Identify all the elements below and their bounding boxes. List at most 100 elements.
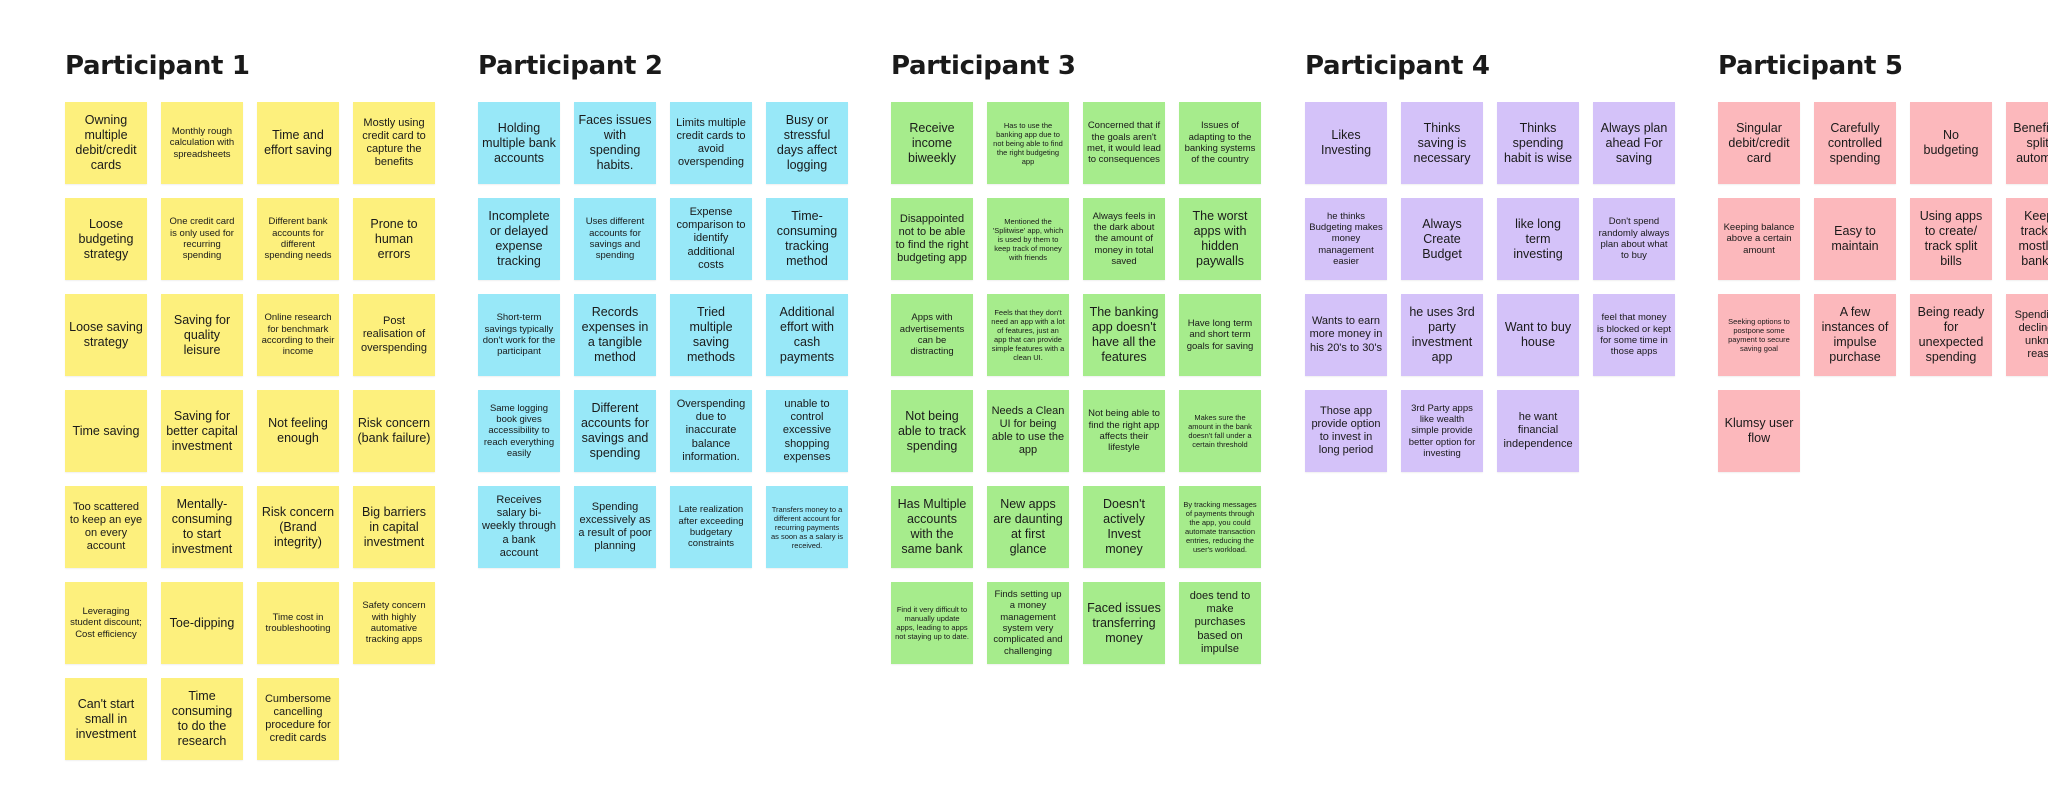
sticky-note[interactable]: Transfers money to a different account f…: [766, 486, 848, 568]
sticky-note[interactable]: Klumsy user flow: [1718, 390, 1800, 472]
sticky-note[interactable]: Toe-dipping: [161, 582, 243, 664]
sticky-note[interactable]: Big barriers in capital investment: [353, 486, 435, 568]
sticky-note[interactable]: Risk concern (bank failure): [353, 390, 435, 472]
sticky-note[interactable]: Monthly rough calculation with spreadshe…: [161, 102, 243, 184]
sticky-note[interactable]: Mostly using credit card to capture the …: [353, 102, 435, 184]
sticky-note[interactable]: Disappointed not to be able to find the …: [891, 198, 973, 280]
sticky-note[interactable]: Saving for better capital investment: [161, 390, 243, 472]
sticky-note[interactable]: Can't start small in investment: [65, 678, 147, 760]
sticky-note[interactable]: Not being able to track spending: [891, 390, 973, 472]
sticky-note[interactable]: Prone to human errors: [353, 198, 435, 280]
sticky-note[interactable]: Records expenses in a tangible method: [574, 294, 656, 376]
sticky-note[interactable]: Feels that they don't need an app with a…: [987, 294, 1069, 376]
sticky-note[interactable]: By tracking messages of payments through…: [1179, 486, 1261, 568]
sticky-note[interactable]: Not being able to find the right app aff…: [1083, 390, 1165, 472]
sticky-note[interactable]: Thinks spending habit is wise: [1497, 102, 1579, 184]
sticky-note[interactable]: Singular debit/credit card: [1718, 102, 1800, 184]
sticky-note-text: Faces issues with spending habits.: [578, 113, 652, 172]
sticky-note[interactable]: Has to use the banking app due to not be…: [987, 102, 1069, 184]
sticky-note[interactable]: he uses 3rd party investment app: [1401, 294, 1483, 376]
sticky-note[interactable]: Keeping balance above a certain amount: [1718, 198, 1800, 280]
sticky-note[interactable]: Incomplete or delayed expense tracking: [478, 198, 560, 280]
sticky-note[interactable]: Always Create Budget: [1401, 198, 1483, 280]
sticky-note[interactable]: Mentioned the 'Splitwise' app, which is …: [987, 198, 1069, 280]
sticky-note[interactable]: Online research for benchmark according …: [257, 294, 339, 376]
sticky-note[interactable]: Easy to maintain: [1814, 198, 1896, 280]
sticky-note[interactable]: Being ready for unexpected spending: [1910, 294, 1992, 376]
sticky-note[interactable]: Wants to earn more money in his 20's to …: [1305, 294, 1387, 376]
sticky-note[interactable]: Loose saving strategy: [65, 294, 147, 376]
sticky-note[interactable]: Benefit from split bill automation: [2006, 102, 2048, 184]
sticky-note[interactable]: Loose budgeting strategy: [65, 198, 147, 280]
sticky-note[interactable]: A few instances of impulse purchase: [1814, 294, 1896, 376]
sticky-note[interactable]: Additional effort with cash payments: [766, 294, 848, 376]
sticky-note[interactable]: Has Multiple accounts with the same bank: [891, 486, 973, 568]
sticky-note[interactable]: Time cost in troubleshooting: [257, 582, 339, 664]
sticky-note[interactable]: Same logging book gives accessibility to…: [478, 390, 560, 472]
sticky-note[interactable]: Using apps to create/ track split bills: [1910, 198, 1992, 280]
sticky-note[interactable]: unable to control excessive shopping exp…: [766, 390, 848, 472]
sticky-note[interactable]: Don't spend randomly always plan about w…: [1593, 198, 1675, 280]
sticky-note[interactable]: Concerned that if the goals aren't met, …: [1083, 102, 1165, 184]
sticky-note[interactable]: Likes Investing: [1305, 102, 1387, 184]
sticky-note[interactable]: Mentally-consuming to start investment: [161, 486, 243, 568]
sticky-note[interactable]: Receives salary bi-weekly through a bank…: [478, 486, 560, 568]
sticky-note[interactable]: Overspending due to inaccurate balance i…: [670, 390, 752, 472]
sticky-note[interactable]: Different bank accounts for different sp…: [257, 198, 339, 280]
sticky-note[interactable]: Find it very difficult to manually updat…: [891, 582, 973, 664]
sticky-note[interactable]: The worst apps with hidden paywalls: [1179, 198, 1261, 280]
sticky-note[interactable]: Leveraging student discount; Cost effici…: [65, 582, 147, 664]
sticky-note[interactable]: Time saving: [65, 390, 147, 472]
sticky-note[interactable]: Time and effort saving: [257, 102, 339, 184]
sticky-note[interactable]: Cumbersome cancelling procedure for cred…: [257, 678, 339, 760]
sticky-note[interactable]: Apps with advertisements can be distract…: [891, 294, 973, 376]
sticky-note[interactable]: Time consuming to do the research: [161, 678, 243, 760]
sticky-note[interactable]: Holding multiple bank accounts: [478, 102, 560, 184]
sticky-note[interactable]: Busy or stressful days affect logging: [766, 102, 848, 184]
sticky-note[interactable]: Risk concern (Brand integrity): [257, 486, 339, 568]
sticky-note[interactable]: Makes sure the amount in the bank doesn'…: [1179, 390, 1261, 472]
sticky-note[interactable]: One credit card is only used for recurri…: [161, 198, 243, 280]
sticky-note[interactable]: does tend to make purchases based on imp…: [1179, 582, 1261, 664]
sticky-note[interactable]: The banking app doesn't have all the fea…: [1083, 294, 1165, 376]
sticky-note[interactable]: Late realization after exceeding budgeta…: [670, 486, 752, 568]
sticky-note[interactable]: Doesn't actively Invest money: [1083, 486, 1165, 568]
sticky-note[interactable]: like long term investing: [1497, 198, 1579, 280]
sticky-note[interactable]: Thinks saving is necessary: [1401, 102, 1483, 184]
sticky-note[interactable]: Limits multiple credit cards to avoid ov…: [670, 102, 752, 184]
sticky-note[interactable]: Time-consuming tracking method: [766, 198, 848, 280]
sticky-note[interactable]: Faced issues transferring money: [1083, 582, 1165, 664]
sticky-note[interactable]: Tried multiple saving methods: [670, 294, 752, 376]
sticky-note[interactable]: Expense comparison to identify additiona…: [670, 198, 752, 280]
sticky-note[interactable]: Owning multiple debit/credit cards: [65, 102, 147, 184]
sticky-note[interactable]: Seeking options to postpone some payment…: [1718, 294, 1800, 376]
sticky-note[interactable]: Spending got declined for unknown reason…: [2006, 294, 2048, 376]
sticky-note[interactable]: Always feels in the dark about the amoun…: [1083, 198, 1165, 280]
sticky-note[interactable]: Short-term savings typically don't work …: [478, 294, 560, 376]
sticky-note[interactable]: Always plan ahead For saving: [1593, 102, 1675, 184]
sticky-note[interactable]: Issues of adapting to the banking system…: [1179, 102, 1261, 184]
sticky-note[interactable]: Receive income biweekly: [891, 102, 973, 184]
sticky-note[interactable]: Needs a Clean UI for being able to use t…: [987, 390, 1069, 472]
sticky-note[interactable]: Uses different accounts for savings and …: [574, 198, 656, 280]
sticky-note[interactable]: Too scattered to keep an eye on every ac…: [65, 486, 147, 568]
sticky-note[interactable]: Want to buy house: [1497, 294, 1579, 376]
sticky-note[interactable]: New apps are daunting at first glance: [987, 486, 1069, 568]
sticky-note[interactable]: Faces issues with spending habits.: [574, 102, 656, 184]
sticky-note[interactable]: Have long term and short term goals for …: [1179, 294, 1261, 376]
sticky-note[interactable]: he thinks Budgeting makes money manageme…: [1305, 198, 1387, 280]
sticky-note[interactable]: Safety concern with highly automative tr…: [353, 582, 435, 664]
sticky-note[interactable]: Those app provide option to invest in lo…: [1305, 390, 1387, 472]
sticky-note[interactable]: feel that money is blocked or kept for s…: [1593, 294, 1675, 376]
sticky-note[interactable]: Spending excessively as a result of poor…: [574, 486, 656, 568]
sticky-note[interactable]: Saving for quality leisure: [161, 294, 243, 376]
sticky-note[interactable]: Finds setting up a money management syst…: [987, 582, 1069, 664]
sticky-note[interactable]: 3rd Party apps like wealth simple provid…: [1401, 390, 1483, 472]
sticky-note[interactable]: Different accounts for savings and spend…: [574, 390, 656, 472]
sticky-note[interactable]: he want financial independence: [1497, 390, 1579, 472]
sticky-note[interactable]: Carefully controlled spending: [1814, 102, 1896, 184]
sticky-note[interactable]: No budgeting: [1910, 102, 1992, 184]
sticky-note[interactable]: Not feeling enough: [257, 390, 339, 472]
sticky-note[interactable]: Keeping track with mostly the bank app: [2006, 198, 2048, 280]
sticky-note[interactable]: Post realisation of overspending: [353, 294, 435, 376]
